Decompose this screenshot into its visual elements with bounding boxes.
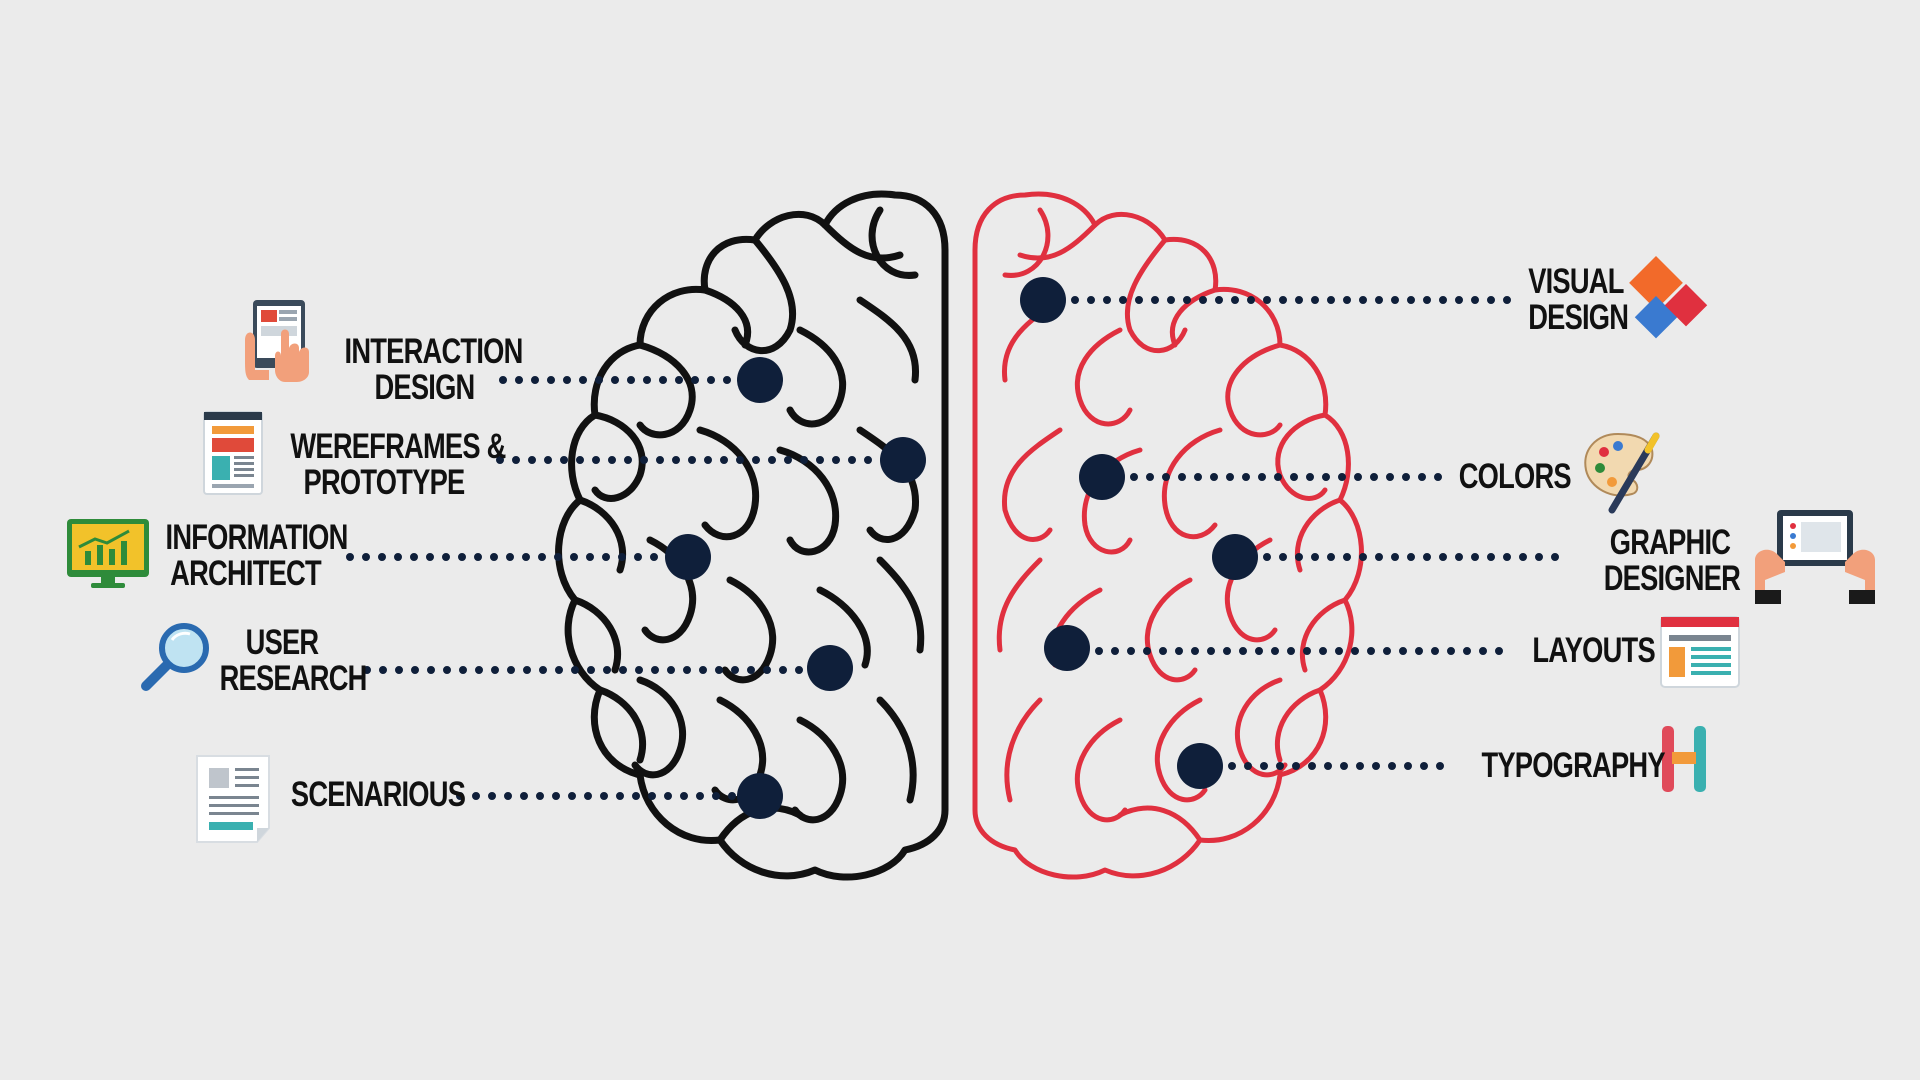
node-visual — [1020, 277, 1066, 323]
label-scenarios: SCENARIOUS — [290, 775, 466, 814]
nodes — [665, 277, 1258, 819]
label-layouts-line1: LAYOUTS — [1532, 631, 1655, 670]
touch-tablet-icon — [245, 300, 309, 382]
node-colors — [1079, 454, 1125, 500]
label-visual-design: VISUAL DESIGN — [1528, 262, 1629, 337]
label-typography: TYPOGRAPHY — [1481, 746, 1665, 785]
letter-h-icon — [1662, 726, 1706, 792]
color-squares-icon — [1629, 256, 1708, 339]
label-visual-line1: VISUAL — [1528, 262, 1624, 301]
label-graphic-designer: GRAPHIC DESIGNER — [1603, 523, 1741, 598]
label-layouts: LAYOUTS — [1532, 631, 1655, 670]
label-colors: COLORS — [1458, 457, 1572, 496]
node-information — [665, 534, 711, 580]
label-interaction-line1: INTERACTION — [344, 332, 524, 371]
label-scenarios-line1: SCENARIOUS — [290, 775, 466, 814]
node-scenarios — [737, 773, 783, 819]
label-graphic-line2: DESIGNER — [1603, 559, 1741, 598]
label-colors-line1: COLORS — [1458, 457, 1572, 496]
wireframe-window-icon — [203, 411, 263, 495]
label-wireframes-prototype: WEREFRAMES & PROTOTYPE — [290, 427, 506, 502]
hands-tablet-icon — [1755, 510, 1875, 604]
layout-window-icon — [1660, 616, 1740, 688]
label-visual-line2: DESIGN — [1528, 298, 1629, 337]
palette-brush-icon — [1584, 432, 1660, 514]
node-wireframes — [880, 437, 926, 483]
label-research-line1: USER — [245, 623, 320, 662]
node-typography — [1177, 743, 1223, 789]
magnifier-icon — [141, 623, 209, 691]
label-interaction-design: INTERACTION DESIGN — [344, 332, 524, 407]
label-information-line1: INFORMATION — [165, 518, 349, 557]
label-research-line2: RESEARCH — [219, 659, 368, 698]
label-wireframes-line2: PROTOTYPE — [303, 463, 466, 502]
right-brain-hemisphere — [972, 191, 1364, 880]
label-interaction-line2: DESIGN — [374, 368, 475, 407]
node-interaction — [737, 357, 783, 403]
node-research — [807, 645, 853, 691]
label-typography-line1: TYPOGRAPHY — [1481, 746, 1665, 785]
document-icon — [196, 755, 270, 843]
node-layouts — [1044, 625, 1090, 671]
label-graphic-line1: GRAPHIC — [1609, 523, 1731, 562]
label-information-line2: ARCHITECT — [170, 554, 321, 593]
label-wireframes-line1: WEREFRAMES & — [290, 427, 506, 466]
left-brain-hemisphere — [555, 190, 949, 881]
node-graphic — [1212, 534, 1258, 580]
label-user-research: USER RESEARCH — [219, 623, 368, 698]
monitor-chart-icon — [67, 519, 149, 588]
label-information-architect: INFORMATION ARCHITECT — [165, 518, 349, 593]
connector-lines — [346, 296, 1569, 800]
